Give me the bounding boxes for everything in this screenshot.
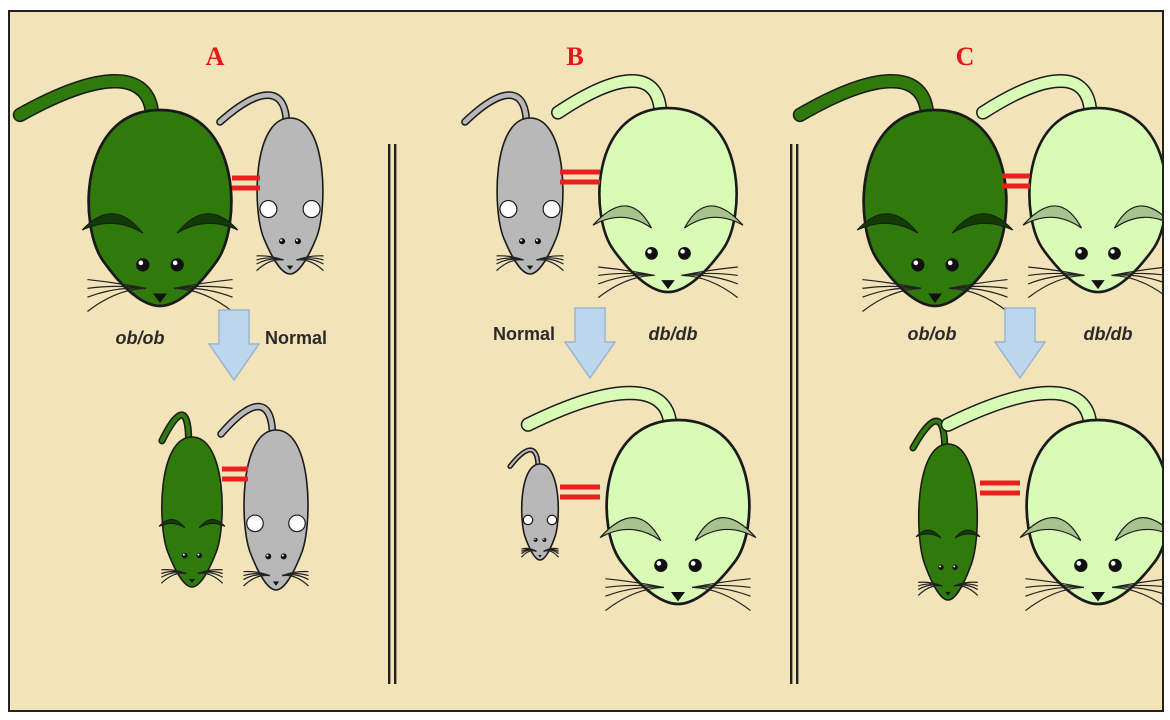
mouse-eye xyxy=(279,238,285,244)
mouse-body xyxy=(244,430,308,590)
parabiosis-diagram: A B C ob/ob Normal Normal db/db ob/ob db… xyxy=(8,10,1164,712)
panel-c-bottom-db-mouse xyxy=(948,393,1164,611)
panel-a-right-label: Normal xyxy=(265,328,327,349)
mouse-body xyxy=(607,420,750,604)
panel-a-top-parabiosis-link xyxy=(232,176,260,191)
mouse-eye xyxy=(196,553,202,559)
mouse-eye xyxy=(182,553,188,559)
mouse-ear xyxy=(303,201,320,218)
mouse-ear xyxy=(547,515,556,524)
panel-b-bottom-parabiosis-link xyxy=(560,485,600,500)
mouse-eye xyxy=(1108,247,1121,260)
panel-c-bottom-ob-mouse xyxy=(913,421,980,600)
panel-c-left-label: ob/ob xyxy=(908,324,957,345)
panel-b-top-normal-mouse xyxy=(465,95,563,274)
panel-c-arrow xyxy=(995,308,1045,378)
mouse-ear xyxy=(289,515,305,531)
panel-b-top-parabiosis-link xyxy=(560,170,600,185)
mouse-body xyxy=(497,118,563,274)
panel-a-arrow xyxy=(209,310,259,380)
panel-divider-bc xyxy=(790,144,798,684)
mouse-eye xyxy=(689,559,702,572)
mouse-ear xyxy=(247,515,263,531)
mouse-body xyxy=(864,110,1007,306)
panel-c-top-db-mouse xyxy=(983,81,1164,298)
mouse-eye xyxy=(519,238,525,244)
mouse-eye xyxy=(1075,247,1088,260)
mouse-eye xyxy=(136,258,149,271)
mouse-eye xyxy=(946,258,959,271)
panel-b-bottom-db-mouse xyxy=(528,393,756,611)
panel-c-letter: C xyxy=(956,42,975,72)
mouse-eye xyxy=(265,553,271,559)
panel-b-bottom-normal-mouse xyxy=(510,450,559,560)
mouse-ear xyxy=(523,515,532,524)
mouse-eye xyxy=(1074,559,1087,572)
mouse-eye xyxy=(295,238,301,244)
mouse-eye xyxy=(281,553,287,559)
mouse-eye xyxy=(678,247,691,260)
mouse-eye xyxy=(645,247,658,260)
mouse-eye xyxy=(542,538,546,542)
mouse-eye xyxy=(911,258,924,271)
mouse-body xyxy=(1027,420,1164,604)
mouse-ear xyxy=(260,201,277,218)
panel-b-letter: B xyxy=(566,42,583,72)
mouse-eye xyxy=(952,565,957,570)
panel-a-bottom-normal-mouse xyxy=(221,407,309,590)
mouse-body xyxy=(257,118,323,274)
mouse-body xyxy=(162,437,222,587)
mouse-eye xyxy=(938,565,943,570)
mouse-eye xyxy=(171,258,184,271)
panel-a-bottom-ob-mouse xyxy=(159,415,225,587)
mouse-body xyxy=(89,110,232,306)
panel-a-letter: A xyxy=(206,42,225,72)
panel-a-top-ob-mouse xyxy=(20,81,238,311)
mouse-ear xyxy=(500,201,517,218)
mouse-body xyxy=(1029,108,1164,292)
panel-b-left-label: Normal xyxy=(493,324,555,345)
mouse-body xyxy=(919,444,978,600)
mouse-body xyxy=(599,108,736,292)
panel-b-right-label: db/db xyxy=(649,324,698,345)
mouse-body xyxy=(522,464,559,560)
panel-c-bottom-parabiosis-link xyxy=(980,481,1020,496)
panel-divider-ab xyxy=(388,144,396,684)
diagram-artwork xyxy=(10,12,1164,712)
panel-a-top-normal-mouse xyxy=(220,95,323,274)
mouse-eye xyxy=(1109,559,1122,572)
mouse-eye xyxy=(535,238,541,244)
panel-b-top-db-mouse xyxy=(558,81,743,298)
mouse-eye xyxy=(534,538,538,542)
panel-a-left-label: ob/ob xyxy=(116,328,165,349)
mouse-ear xyxy=(543,201,560,218)
panel-b-arrow xyxy=(565,308,615,378)
mouse-eye xyxy=(654,559,667,572)
panel-a-bottom-parabiosis-link xyxy=(222,467,248,482)
panel-c-right-label: db/db xyxy=(1084,324,1133,345)
